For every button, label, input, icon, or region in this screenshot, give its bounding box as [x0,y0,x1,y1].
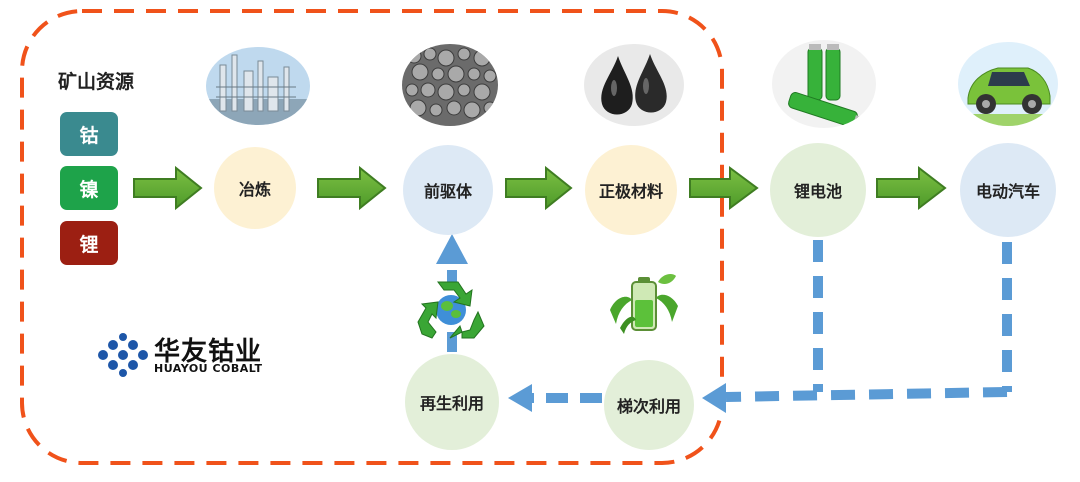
node-smelting: 冶炼 [214,147,296,229]
flow-arrow-cathode-to-battery [689,166,759,210]
resource-cobalt: 钴 [60,112,118,156]
node-precursor: 前驱体 [403,145,493,235]
node-cascade-utilization: 梯次利用 [604,360,694,450]
flow-arrow-resources-to-smelting [133,165,203,211]
cathode-powder-photo-icon [584,44,684,126]
flow-arrow-smelting-to-precursor [317,165,387,211]
logo-name-cn: 华友钴业 [154,337,263,367]
node-recycling: 再生利用 [405,354,499,450]
return-arrowhead-to-recycle [508,384,532,412]
node-cathode-material: 正极材料 [585,145,677,235]
node-electric-vehicle: 电动汽车 [960,143,1056,237]
green-battery-icon [606,270,682,338]
return-arrowhead-to-cascade [702,383,726,413]
logo-name-en: HUAYOU COBALT [154,362,263,375]
huayou-logo-icon [96,333,150,377]
node-lithium-battery: 锂电池 [770,143,866,237]
company-scope-boundary [20,9,724,465]
battery-cells-photo-icon [772,40,876,128]
resource-nickel: 镍 [60,166,118,210]
electric-car-photo-icon [958,42,1058,126]
return-path [447,240,1012,403]
flow-arrow-precursor-to-cathode [505,165,573,211]
powder-photo-icon [402,44,498,126]
recycle-icon [412,276,490,342]
return-arrowhead-to-precursor [436,234,468,264]
refinery-photo-icon [206,47,310,125]
flow-arrow-battery-to-ev [876,165,947,211]
resource-lithium: 锂 [60,221,118,265]
section-title: 矿山资源 [58,71,135,93]
